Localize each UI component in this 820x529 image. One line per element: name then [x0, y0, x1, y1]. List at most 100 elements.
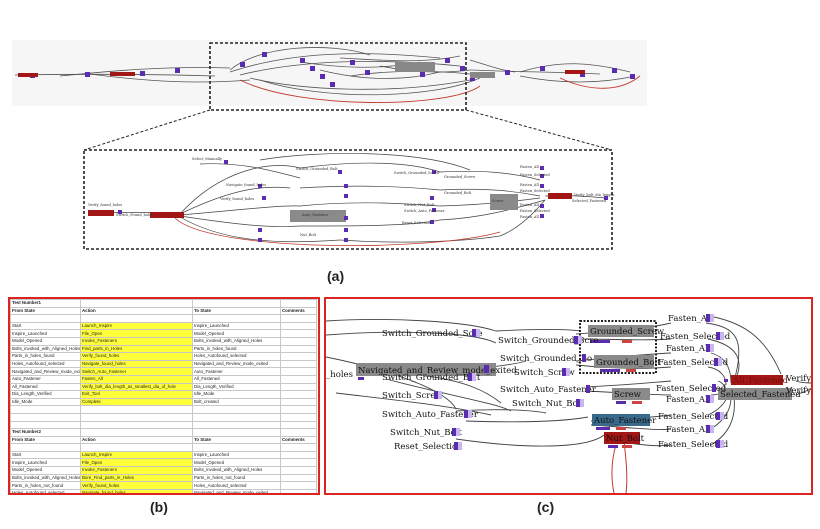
- detail-labels: Select_Manually Verify_found_holes Switc…: [87, 157, 615, 237]
- zoom-edges: [326, 316, 811, 447]
- caption-c: (c): [537, 499, 555, 515]
- table-cell: [280, 382, 317, 392]
- table-cell: Holes_Autofound_selected: [192, 481, 281, 490]
- table-cell: [280, 458, 317, 468]
- table-cell: [80, 412, 193, 422]
- table-cell: Bolts_invoked_with_Aligned_Holes: [10, 344, 81, 354]
- table-row: [10, 443, 317, 452]
- table-cell: Parts_in_holes_not_found: [192, 473, 281, 483]
- action-label: Fasten_Selected: [658, 412, 729, 422]
- detail-label: Screw: [492, 199, 504, 203]
- table-cell: Idle_Mode: [10, 397, 81, 407]
- state-auto-fastener-box: [592, 414, 650, 426]
- detail-red-edges: [174, 217, 501, 246]
- table-cell: [80, 314, 193, 323]
- state-screw-box: [612, 388, 650, 400]
- table-cell: [280, 359, 317, 369]
- state-holes: _holes: [326, 370, 353, 380]
- action-label: Switch_Grounded_Bo: [500, 354, 592, 364]
- table-cell: Dia_Length_Verified: [192, 382, 281, 392]
- detail-label: Fasten_All: [520, 183, 540, 187]
- table-cell: [280, 397, 317, 407]
- action-label: Switch_Screw: [514, 368, 575, 378]
- table-cell: [280, 374, 317, 384]
- state-nut-bolt-box: [604, 432, 640, 444]
- table-cell: [10, 405, 81, 414]
- detail-label: Switch_Nut_Bolt: [404, 203, 435, 207]
- table-cell: Holes_Autofound_selected: [10, 488, 81, 493]
- action-label: Fasten_Selected: [656, 384, 727, 394]
- table-cell: [80, 405, 193, 414]
- table-cell: Navigated_and_Review_mode_exited: [192, 359, 281, 369]
- table-cell: [192, 314, 281, 323]
- action-label: Fasten_Selected: [658, 358, 729, 368]
- table-cell: [280, 450, 317, 460]
- table-cell: Verify_found_holes: [80, 352, 193, 361]
- table-cell: Comments: [280, 306, 317, 316]
- table-cell: [192, 428, 281, 437]
- state-grounded-bolt: Grounded_Bolt: [596, 358, 661, 368]
- detail-label: Selected_Fastened: [572, 199, 607, 203]
- table-cell: Inspire_Launched: [192, 450, 281, 460]
- detail-region: [83, 149, 613, 250]
- detail-label: Grounded_Screw: [444, 175, 476, 179]
- detail-label: Navigate_found_holes: [226, 183, 266, 187]
- table-cell: Holes_Autofound_selected: [192, 352, 281, 361]
- table-cell: [10, 314, 81, 323]
- action-label: Switch_Grounded_Bolt: [382, 373, 481, 383]
- action-label: Switch_Grounded_Scre: [382, 329, 482, 339]
- table-cell: Inspire_Launched: [10, 458, 81, 468]
- table-cell: To State: [192, 306, 281, 316]
- table-cell: [80, 299, 193, 308]
- detail-label: Switch_Grounded_Screw: [394, 171, 440, 175]
- state-all-fastened: All_Fastened: [732, 376, 789, 386]
- table-cell: [280, 344, 317, 354]
- detail-label: Nut_Bolt: [300, 233, 317, 237]
- overview-state-blocks: [18, 62, 585, 78]
- table-cell: Idle_Mode: [192, 390, 281, 399]
- table-cell: File_Open: [80, 329, 193, 338]
- table-cell: [192, 405, 281, 414]
- table-cell: Launch_Inspire: [80, 450, 193, 460]
- action-label: Switch_Nut_Bolt: [512, 399, 584, 409]
- detail-label: Select_Manually: [192, 157, 223, 161]
- action-label: Fasten_All: [666, 344, 711, 354]
- zoom-red-edges: [611, 440, 628, 493]
- table-cell: Navigated_and_Review_mode_exited: [10, 367, 81, 376]
- table-cell: [192, 299, 281, 308]
- table-cell: Holes_Autofound_selected: [10, 359, 81, 369]
- table-header-row: Test Number1: [10, 299, 317, 308]
- detail-state-blocks: [88, 193, 572, 222]
- table-cell: Bore_Find_parts_in_Holes: [80, 473, 193, 483]
- caption-a: (a): [327, 268, 345, 284]
- table-cell: Test Number2: [10, 428, 81, 437]
- detail-label: Grounded_Bolt: [444, 191, 472, 195]
- table-cell: Parts_in_holes_found: [192, 344, 281, 354]
- table-cell: Verify_bolt_dia_length_as_smallest_dia_o…: [80, 382, 193, 392]
- table-cell: [192, 420, 281, 430]
- action-label: Fasten_All: [668, 314, 713, 324]
- detail-label: Fasten_Selected: [520, 173, 550, 177]
- table-cell: Model_Opened: [10, 336, 81, 346]
- action-label: Switch_Auto_Fastener: [500, 385, 597, 395]
- table-cell: [192, 412, 281, 422]
- action-label: Fasten_All: [666, 425, 711, 435]
- detail-label: Verify_bolt_dia_length: [573, 193, 615, 197]
- action-label: Fasten_All: [666, 395, 711, 405]
- table-row: [10, 420, 317, 430]
- action-label: Reset_Selection: [394, 442, 463, 452]
- state-grounded-screw-box: [588, 325, 654, 337]
- table-cell: Bolts_invoked_with_Aligned_Holes: [192, 466, 281, 475]
